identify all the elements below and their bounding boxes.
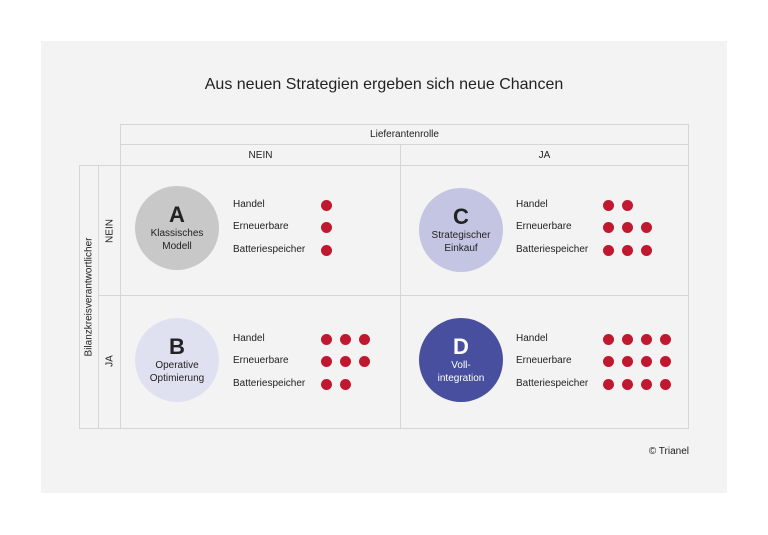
background-panel [41, 41, 727, 493]
criterion-label: Erneuerbare [233, 221, 289, 232]
strategy-letter: D [453, 334, 469, 359]
column-ja-label: JA [538, 149, 551, 161]
criterion-label: Handel [516, 333, 548, 344]
rating-dot [622, 334, 633, 345]
rating-dot [359, 334, 370, 345]
rating-dot [321, 334, 332, 345]
strategy-name-line2: integration [437, 373, 485, 384]
rating-dot [321, 356, 332, 367]
strategy-letter: C [453, 204, 469, 229]
rating-dot [603, 334, 614, 345]
column-nein-label: NEIN [248, 149, 273, 161]
row-nein-label: NEIN [104, 219, 116, 243]
rating-dot [603, 222, 614, 233]
rating-dot [622, 356, 633, 367]
rating-dot [321, 379, 332, 390]
rating-dot [660, 334, 671, 345]
strategy-name-line2: Einkauf [444, 243, 478, 254]
rating-dot [641, 334, 652, 345]
strategy-name-line1: Klassisches [150, 228, 204, 239]
strategy-name-line1: Operative [155, 360, 199, 371]
criterion-label: Erneuerbare [516, 221, 572, 232]
criterion-label: Batteriespeicher [233, 244, 306, 255]
rating-dot [622, 222, 633, 233]
criterion-label: Batteriespeicher [516, 244, 589, 255]
cell-d [400, 295, 689, 429]
rating-dot [321, 222, 332, 233]
rating-dot [321, 245, 332, 256]
rating-dot [660, 356, 671, 367]
row-header-label: Bilanzkreisverantwortlicher [83, 237, 95, 357]
rating-dot [603, 200, 614, 211]
copyright: © Trianel [648, 446, 689, 457]
diagram-title: Aus neuen Strategien ergeben sich neue C… [204, 76, 564, 93]
rating-dot [603, 379, 614, 390]
rating-dot [340, 334, 351, 345]
strategy-letter: A [169, 202, 185, 227]
rating-dot [340, 379, 351, 390]
criterion-label: Handel [233, 333, 265, 344]
rating-dot [603, 356, 614, 367]
rating-dot [603, 245, 614, 256]
rating-dot [641, 356, 652, 367]
strategy-letter: B [169, 334, 185, 359]
rating-dot [641, 222, 652, 233]
criterion-label: Erneuerbare [516, 355, 572, 366]
strategy-name-line1: Strategischer [431, 230, 491, 241]
rating-dot [622, 200, 633, 211]
strategy-name-line2: Optimierung [149, 373, 205, 384]
criterion-label: Batteriespeicher [516, 378, 589, 389]
criterion-label: Handel [233, 199, 265, 210]
criterion-label: Handel [516, 199, 548, 210]
criterion-label: Batteriespeicher [233, 378, 306, 389]
rating-dot [321, 200, 332, 211]
strategy-name-line2: Modell [162, 241, 192, 252]
rating-dot [340, 356, 351, 367]
column-ja: JA [400, 144, 689, 166]
column-nein: NEIN [120, 144, 401, 166]
criterion-label: Erneuerbare [233, 355, 289, 366]
rating-dot [622, 245, 633, 256]
column-header: Lieferantenrolle [120, 124, 689, 145]
rating-dot [641, 245, 652, 256]
row-ja-label: JA [104, 355, 116, 367]
rating-dot [641, 379, 652, 390]
strategy-name-line1: Voll- [451, 360, 471, 371]
rating-dot [660, 379, 671, 390]
rating-dot [622, 379, 633, 390]
rating-dot [359, 356, 370, 367]
column-header-label: Lieferantenrolle [370, 129, 439, 140]
